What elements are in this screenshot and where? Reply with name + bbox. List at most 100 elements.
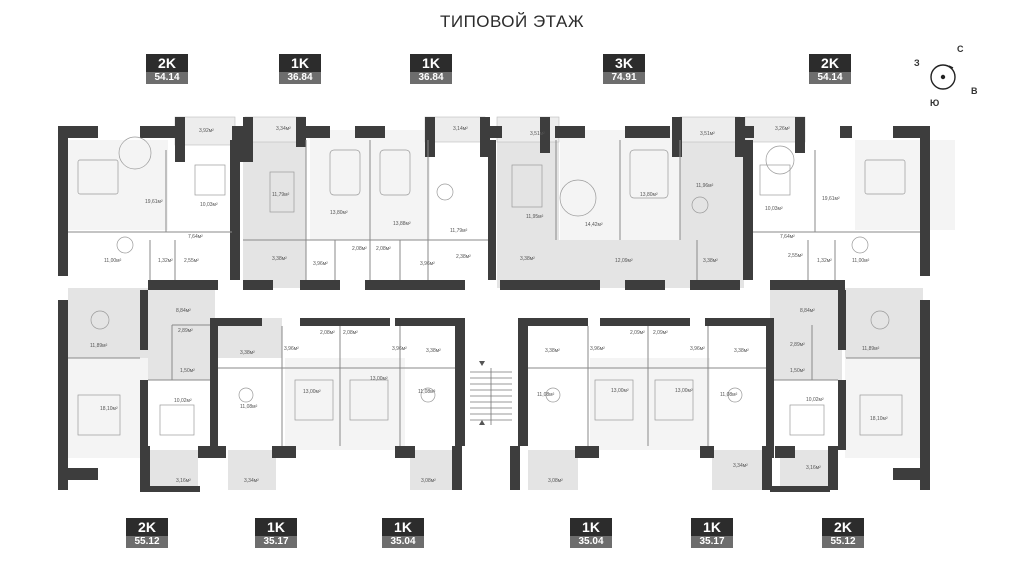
unit-area: 54.14 — [809, 72, 851, 84]
unit-area: 36.84 — [410, 72, 452, 84]
room-label: 11,08м² — [418, 389, 436, 395]
room-label: 3,38м² — [426, 348, 441, 354]
room-label: 11,79м² — [450, 228, 468, 234]
room-label: 8,84м² — [800, 308, 815, 314]
room-label: 2,09м² — [630, 330, 645, 336]
room-label: 3,51м² — [530, 131, 545, 137]
furniture — [77, 136, 906, 436]
room-label: 3,96м² — [313, 261, 328, 267]
room-label: 10,02м² — [174, 398, 192, 404]
room-label: 3,96м² — [392, 346, 407, 352]
room-label: 2,08м² — [320, 330, 335, 336]
room-label: 11,79м² — [272, 192, 290, 198]
unit-type: 1K — [410, 54, 452, 72]
room-label: 10,03м² — [765, 206, 783, 212]
room-label: 3,38м² — [545, 348, 560, 354]
unit-type: 3K — [603, 54, 645, 72]
room-label: 19,61м² — [145, 199, 163, 205]
compass-south: Ю — [930, 98, 940, 108]
unit-badge-bottom[interactable]: 1K 35.17 — [255, 518, 297, 548]
unit-type: 1K — [255, 518, 297, 536]
room-label: 2,09м² — [653, 330, 668, 336]
room-label: 3,38м² — [240, 350, 255, 356]
room-label: 12,09м² — [615, 258, 633, 264]
room-label: 3,16м² — [806, 465, 821, 471]
unit-badge-top[interactable]: 1K 36.84 — [410, 54, 452, 84]
unit-type: 1K — [382, 518, 424, 536]
room-label: 11,00м² — [104, 258, 122, 264]
unit-area: 36.84 — [279, 72, 321, 84]
unit-type: 1K — [570, 518, 612, 536]
unit-badge-top[interactable]: 1K 36.84 — [279, 54, 321, 84]
compass-icon — [930, 64, 956, 90]
room-label: 3,08м² — [421, 478, 436, 484]
room-label: 1,32м² — [158, 258, 173, 264]
room-label: 3,34м² — [276, 126, 291, 132]
room-label: 18,10м² — [100, 406, 118, 412]
room-label: 19,61м² — [822, 196, 840, 202]
room-label: 13,80м² — [330, 210, 348, 216]
room-label: 3,38м² — [272, 256, 287, 262]
room-label: 3,34м² — [733, 463, 748, 469]
unit-area: 35.17 — [691, 536, 733, 548]
room-label: 13,00м² — [370, 376, 388, 382]
unit-badge-bottom[interactable]: 1K 35.04 — [382, 518, 424, 548]
room-label: 13,00м² — [675, 388, 693, 394]
compass-north: С — [957, 44, 964, 54]
room-label: 11,08м² — [240, 404, 258, 410]
unit-area: 54.14 — [146, 72, 188, 84]
room-label: 2,08м² — [376, 246, 391, 252]
unit-badge-bottom[interactable]: 2K 55.12 — [126, 518, 168, 548]
room-label: 1,50м² — [790, 368, 805, 374]
room-label: 3,34м² — [244, 478, 259, 484]
unit-badge-top[interactable]: 2K 54.14 — [146, 54, 188, 84]
compass-east: В — [971, 86, 978, 96]
unit-badge-bottom[interactable]: 2K 55.12 — [822, 518, 864, 548]
unit-badge-bottom[interactable]: 1K 35.17 — [691, 518, 733, 548]
compass-west: З — [914, 58, 920, 68]
room-label: 10,02м² — [806, 397, 824, 403]
room-label: 3,16м² — [176, 478, 191, 484]
room-label: 3,96м² — [420, 261, 435, 267]
partitions — [68, 140, 920, 446]
plan-background — [68, 116, 955, 490]
room-label: 7,64м² — [188, 234, 203, 240]
unit-badge-top[interactable]: 3K 74.91 — [603, 54, 645, 84]
walls — [58, 117, 930, 492]
unit-area: 55.12 — [126, 536, 168, 548]
room-label: 11,00м² — [852, 258, 870, 264]
room-label: 3,96м² — [690, 346, 705, 352]
room-label: 11,89м² — [862, 346, 880, 352]
room-label: 2,55м² — [184, 258, 199, 264]
room-label: 13,88м² — [393, 221, 411, 227]
room-label: 2,08м² — [343, 330, 358, 336]
room-label: 11,89м² — [90, 343, 108, 349]
unit-area: 55.12 — [822, 536, 864, 548]
room-label: 8,84м² — [176, 308, 191, 314]
staircase — [470, 361, 512, 425]
unit-area: 35.04 — [382, 536, 424, 548]
room-label: 11,96м² — [696, 183, 714, 189]
room-label: 1,32м² — [817, 258, 832, 264]
room-label: 3,92м² — [199, 128, 214, 134]
room-label: 2,55м² — [788, 253, 803, 259]
room-label: 3,38м² — [703, 258, 718, 264]
room-label: 18,10м² — [870, 416, 888, 422]
room-label: 13,80м² — [640, 192, 658, 198]
unit-type: 1K — [279, 54, 321, 72]
unit-badge-top[interactable]: 2K 54.14 — [809, 54, 851, 84]
room-label: 2,89м² — [178, 328, 193, 334]
unit-badge-bottom[interactable]: 1K 35.04 — [570, 518, 612, 548]
room-label: 13,00м² — [303, 389, 321, 395]
unit-type: 2K — [126, 518, 168, 536]
room-label: 3,26м² — [775, 126, 790, 132]
page-title: ТИПОВОЙ ЭТАЖ — [439, 12, 585, 31]
room-label: 2,08м² — [352, 246, 367, 252]
room-label: 2,89м² — [790, 342, 805, 348]
unit-area: 35.04 — [570, 536, 612, 548]
room-label: 10,03м² — [200, 202, 218, 208]
room-label: 14,42м² — [585, 222, 603, 228]
room-label: 3,96м² — [590, 346, 605, 352]
room-label: 3,08м² — [548, 478, 563, 484]
